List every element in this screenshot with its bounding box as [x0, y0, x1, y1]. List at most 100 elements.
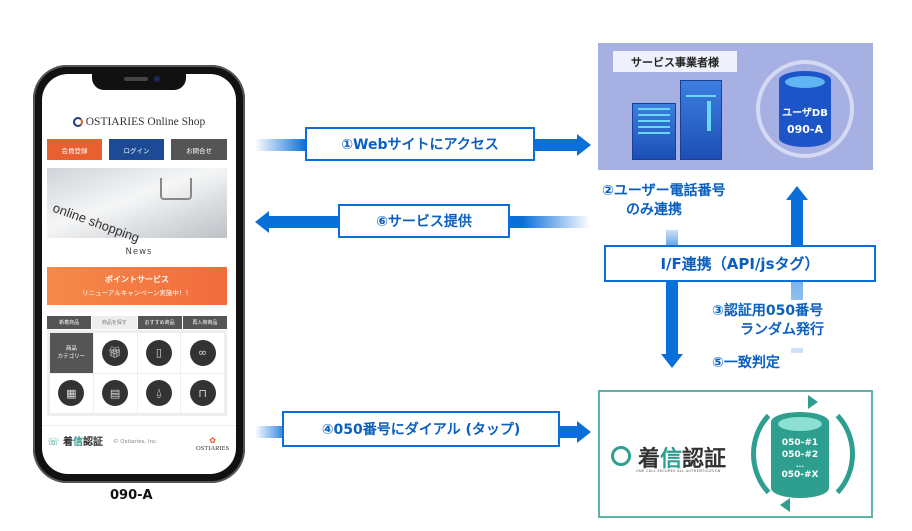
- arrow-6-shaft: [269, 216, 339, 228]
- step-1-label: ①Webサイトにアクセス: [341, 137, 499, 153]
- shop-title: OSTIARIES Online Shop: [42, 116, 236, 128]
- step-5-label: ⑤一致判定: [712, 355, 780, 371]
- tab-new-items[interactable]: 新着商品: [47, 316, 92, 329]
- arrow-up-icon: [786, 186, 808, 200]
- chakushin-tagline: ONE CALL SECURES ALL AUTHENTICATION: [636, 469, 721, 473]
- category-label[interactable]: 商品 カテゴリー: [50, 333, 93, 373]
- step-4-box: ④050番号にダイアル (タップ): [282, 411, 560, 447]
- tab-search-items[interactable]: 商品を探す: [92, 316, 137, 329]
- pool-ellipsis: ...: [796, 461, 804, 469]
- phone-number-label: 090-A: [110, 488, 153, 503]
- news-heading: News: [125, 247, 153, 257]
- logo-part: 認証: [682, 447, 727, 472]
- logo-accent: 信: [660, 447, 683, 472]
- camera-icon: [154, 76, 160, 82]
- arrow-down-icon: [661, 354, 683, 368]
- footer-brand: OSTIARIES: [196, 445, 230, 452]
- lamp-icon: ⍙: [145, 380, 172, 407]
- step-2-label: ②ユーザー電話番号のみ連携: [602, 182, 726, 220]
- contact-button[interactable]: お問合せ: [171, 139, 227, 160]
- login-button[interactable]: ログイン: [109, 139, 164, 160]
- db-top: [776, 415, 824, 433]
- arrow-6-tail: [510, 216, 590, 228]
- promo-banner[interactable]: ポイントサービス リニューアルキャンペーン実施中！！: [47, 267, 227, 305]
- db-top: [783, 74, 827, 90]
- category-chair[interactable]: ⊓: [181, 373, 224, 413]
- cabinet-icon: ▤: [102, 380, 129, 407]
- promo-subtitle: リニューアルキャンペーン実施中！！: [82, 289, 192, 297]
- interface-box: I/F連携（API/jsタグ）: [604, 245, 876, 282]
- user-database-icon: ユーザDB 090-A: [779, 71, 831, 147]
- category-gift[interactable]: 🎁︎: [93, 333, 137, 373]
- tab-recommended[interactable]: おすすめ商品: [137, 316, 182, 329]
- user-db-title: ユーザDB: [782, 108, 828, 119]
- category-shirt[interactable]: ▯: [137, 333, 181, 373]
- arrow-4-shaft: [560, 426, 578, 438]
- arrow-left-icon: [255, 211, 269, 233]
- step-2-line1: ②ユーザー電話番号: [602, 183, 726, 199]
- pool-number: 050-#X: [781, 470, 819, 480]
- step-6-label: ⑥サービス提供: [376, 214, 472, 230]
- logo-accent: 信: [73, 437, 83, 448]
- user-db-number: 090-A: [786, 123, 824, 136]
- step-5-bg: [711, 353, 821, 375]
- calculator-icon: ▦: [58, 380, 85, 407]
- chakushin-logo: 着信認証: [638, 441, 726, 473]
- gift-icon: 🎁︎: [102, 339, 129, 366]
- category-label-text: 商品 カテゴリー: [57, 345, 86, 360]
- step-3-line2: ランダム発行: [740, 322, 824, 338]
- interface-label: I/F連携（API/jsタグ）: [660, 255, 820, 273]
- phone-callback-icon: ☏: [47, 437, 60, 448]
- category-cabinet[interactable]: ▤: [93, 373, 137, 413]
- tab-restocked[interactable]: 再入荷商品: [182, 316, 227, 329]
- arrow-1-shaft: [535, 139, 577, 151]
- step-3-line1: ③認証用050番号: [712, 303, 824, 319]
- product-tabs: 新着商品 商品を探す おすすめ商品 再入荷商品: [47, 316, 227, 329]
- chair-icon: ⊓: [189, 380, 216, 407]
- phone-callback-icon: [611, 446, 631, 466]
- category-glasses[interactable]: ∞: [181, 333, 224, 373]
- footer-ostiaries-logo: ✿OSTIARIES: [196, 436, 229, 452]
- category-calculator[interactable]: ▦: [50, 373, 93, 413]
- category-lamp[interactable]: ⍙: [137, 373, 181, 413]
- arrow-1-tail: [255, 139, 315, 151]
- step-2-line2: のみ連携: [626, 202, 682, 218]
- footer-divider: [42, 425, 236, 426]
- logo-part: 着: [638, 447, 661, 472]
- arrow-down-shaft: [666, 282, 678, 354]
- step-1-box: ①Webサイトにアクセス: [305, 127, 535, 161]
- ostiaries-mark-icon: ✿: [209, 436, 216, 445]
- logo-part: 着: [63, 437, 73, 448]
- promo-title: ポイントサービス: [105, 275, 169, 284]
- number-pool-database-icon: 050-#1 050-#2 ... 050-#X: [771, 412, 829, 498]
- step-4-label: ④050番号にダイアル (タップ): [321, 422, 521, 438]
- arrow-right-icon: [577, 134, 591, 156]
- user-db-ring: [756, 60, 854, 158]
- server-icon: [632, 103, 676, 160]
- footer-copyright: © Ostiaries, Inc.: [113, 439, 158, 445]
- step-3-bg: [711, 300, 871, 348]
- shopping-cart-icon: [160, 178, 192, 200]
- phone-notch: [92, 73, 186, 90]
- hero-banner[interactable]: [47, 168, 227, 238]
- arrow-up-shaft: [791, 200, 803, 250]
- server-tower-icon: [680, 80, 722, 160]
- arrow-right-icon: [577, 421, 591, 443]
- logo-part: 認証: [83, 437, 103, 448]
- speaker-icon: [124, 77, 148, 81]
- service-provider-label: サービス事業者様: [613, 51, 737, 72]
- register-button[interactable]: 会員登録: [47, 139, 102, 160]
- pool-number: 050-#1: [781, 438, 819, 448]
- rotate-arrowhead-icon: [808, 395, 818, 409]
- step-6-box: ⑥サービス提供: [338, 204, 510, 238]
- pool-number: 050-#2: [781, 450, 819, 460]
- step-3-label: ③認証用050番号ランダム発行: [712, 302, 824, 340]
- shirt-icon: ▯: [145, 339, 172, 366]
- rotate-arrowhead-icon: [780, 498, 790, 512]
- category-grid: 商品 カテゴリー 🎁︎ ▯ ∞ ▦ ▤ ⍙ ⊓: [47, 330, 227, 416]
- footer-chakushin-logo: ☏ 着信認証: [47, 433, 103, 448]
- glasses-icon: ∞: [189, 339, 216, 366]
- ostiaries-logo-icon: [72, 117, 83, 127]
- shop-title-text: OSTIARIES Online Shop: [85, 116, 206, 128]
- rotation-arrows-icon: [751, 398, 855, 510]
